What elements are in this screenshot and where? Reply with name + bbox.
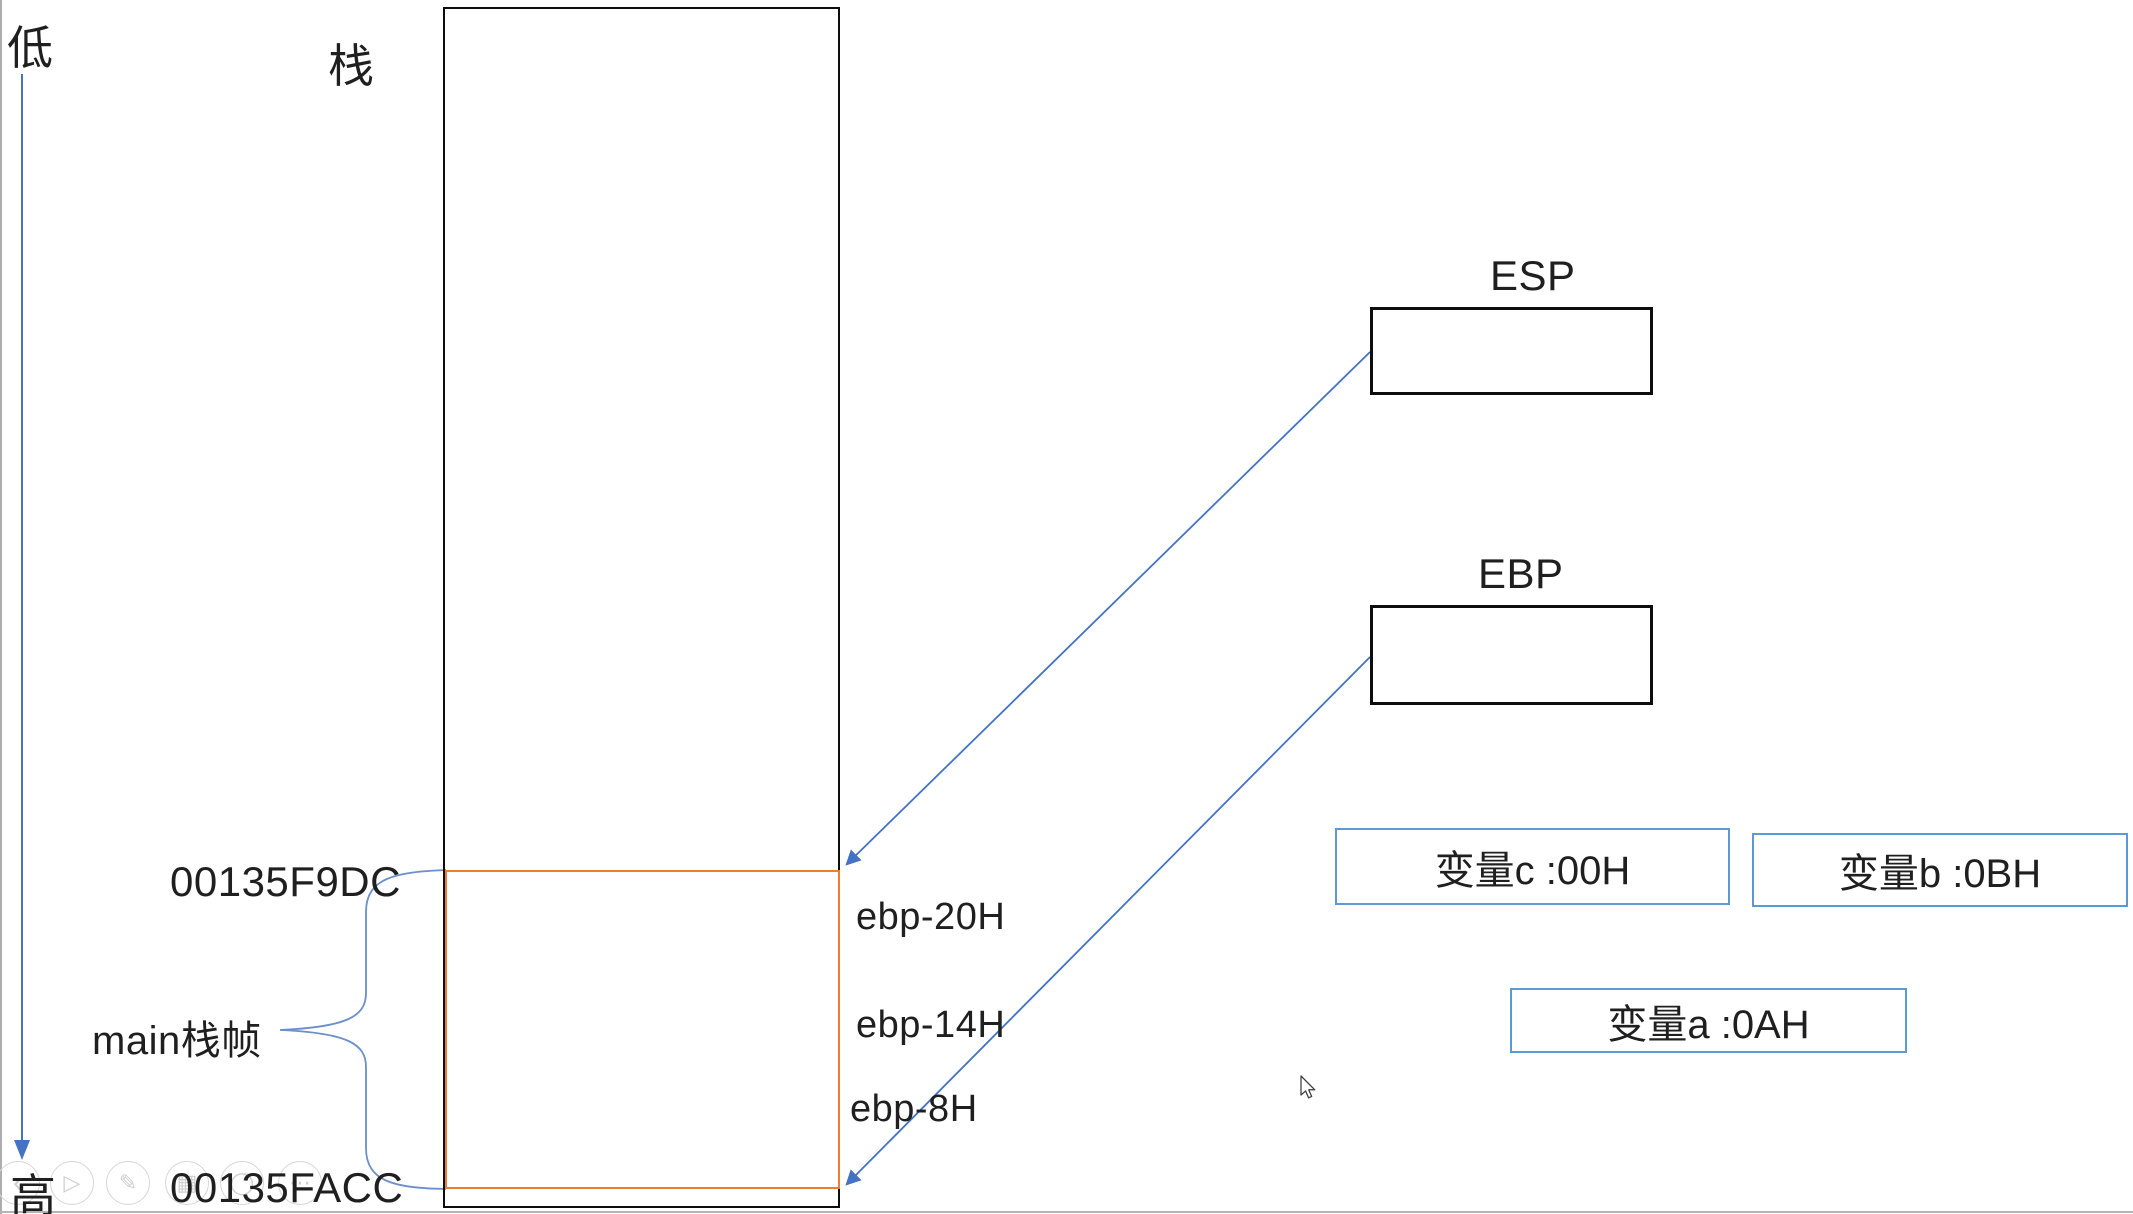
frame-top-address: 00135F9DC: [170, 858, 401, 905]
variable-c-box: 变量c :00H: [1335, 828, 1730, 905]
main-frame-label: main栈帧: [92, 1019, 262, 1063]
ellipsis-glyph: ⋯: [289, 1170, 311, 1195]
frame-bottom-address: 00135FACC: [170, 1164, 404, 1211]
grid-icon[interactable]: ▦: [165, 1161, 209, 1205]
stack-rectangle: [443, 7, 840, 1208]
memory-direction-arrow: [14, 74, 30, 1160]
window-bottom-border: [0, 1211, 2133, 1213]
chevron-left-glyph: ‹: [13, 1166, 23, 1199]
offset-ebp-14h: ebp-14H: [856, 1004, 1006, 1046]
record-icon[interactable]: ◯: [220, 1161, 264, 1205]
esp-register-label: ESP: [1490, 252, 1576, 299]
play-icon[interactable]: ▷: [50, 1161, 94, 1205]
play-glyph: ▷: [63, 1170, 81, 1195]
offset-ebp-20h: ebp-20H: [856, 896, 1006, 938]
memory-high-label: 高: [10, 1170, 57, 1214]
ebp-register-box: [1370, 605, 1653, 705]
variable-b-label: 变量b :0BH: [1838, 852, 2042, 896]
pencil-glyph: ✎: [118, 1170, 138, 1195]
variable-a-label: 变量a :0AH: [1607, 1002, 1810, 1047]
window-left-border: [0, 0, 2, 1214]
memory-low-label: 低: [7, 22, 54, 74]
offset-ebp-8h: ebp-8H: [850, 1088, 978, 1130]
variable-b-box: 变量b :0BH: [1752, 833, 2128, 907]
esp-register-box: [1370, 307, 1653, 395]
ellipsis-icon[interactable]: ⋯: [278, 1161, 322, 1205]
mouse-cursor-icon: [1300, 1075, 1316, 1099]
main-frame-rectangle: [445, 870, 840, 1189]
variable-c-label: 变量c :00H: [1434, 848, 1631, 893]
esp-pointer-arrow: [845, 351, 1371, 866]
main-frame-brace: [279, 869, 447, 1190]
variable-a-box: 变量a :0AH: [1510, 988, 1907, 1053]
grid-glyph: ▦: [176, 1170, 198, 1195]
stack-title-label: 栈: [328, 40, 375, 92]
chevron-left-icon[interactable]: ‹: [0, 1161, 40, 1205]
ebp-register-label: EBP: [1478, 550, 1564, 597]
record-glyph: ◯: [229, 1170, 255, 1195]
pencil-icon[interactable]: ✎: [106, 1161, 150, 1205]
